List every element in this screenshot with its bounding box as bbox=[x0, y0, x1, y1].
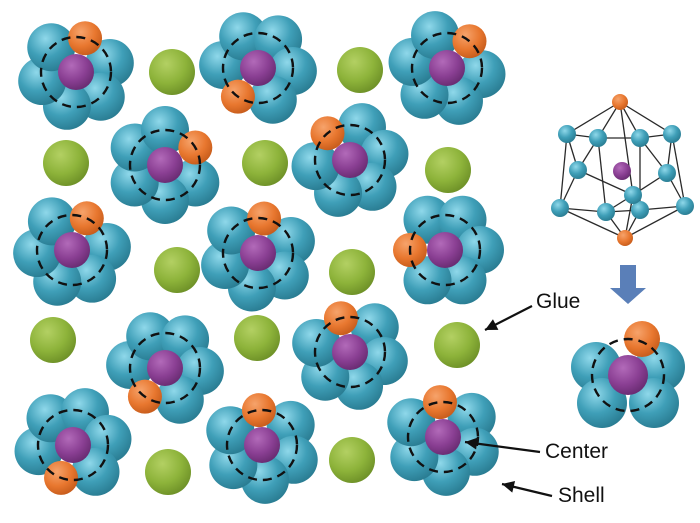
shell-particle bbox=[292, 318, 341, 367]
shell-particle bbox=[551, 199, 569, 217]
shell-particle bbox=[141, 106, 189, 154]
icosahedron-edge bbox=[559, 207, 626, 239]
icosahedron-edge bbox=[577, 169, 634, 196]
glue-particle bbox=[329, 249, 375, 295]
glue-label: Glue bbox=[536, 290, 581, 313]
cluster-ring bbox=[221, 216, 295, 290]
center-particle bbox=[58, 54, 94, 90]
shell-particle bbox=[248, 75, 297, 124]
cluster-ring bbox=[128, 331, 202, 405]
glue-particle bbox=[242, 140, 288, 186]
cap-particle bbox=[241, 393, 276, 428]
center-particle bbox=[332, 142, 368, 178]
icosahedron-cluster-icon bbox=[551, 94, 694, 246]
center-particle bbox=[147, 147, 183, 183]
icosahedron-edge bbox=[559, 133, 568, 209]
shell-particle bbox=[155, 375, 204, 424]
glue-particle bbox=[234, 315, 280, 361]
center-particle bbox=[55, 427, 91, 463]
cluster-ring bbox=[128, 128, 202, 202]
glue-particle bbox=[434, 322, 480, 368]
glue-callout-head bbox=[485, 319, 499, 330]
center-particle bbox=[244, 427, 280, 463]
shell-particle bbox=[676, 197, 694, 215]
glue-particle bbox=[30, 317, 76, 363]
cluster-ring bbox=[313, 315, 387, 389]
shell-particle bbox=[403, 195, 452, 244]
shell-label: Shell bbox=[558, 484, 605, 507]
shell-particle bbox=[663, 125, 681, 143]
icosahedron-edge bbox=[671, 133, 686, 207]
center-particle bbox=[240, 235, 276, 271]
shell-particle bbox=[558, 125, 576, 143]
center-particle bbox=[54, 232, 90, 268]
center-particle bbox=[429, 50, 465, 86]
icosahedron-edge bbox=[619, 101, 634, 196]
cluster-ring bbox=[590, 337, 666, 413]
shell-particle bbox=[209, 441, 258, 490]
shell-particle bbox=[390, 433, 439, 482]
shell-particle bbox=[629, 378, 679, 428]
shell-particle bbox=[589, 129, 607, 147]
down-arrow-icon bbox=[610, 265, 646, 304]
shell-particle bbox=[569, 161, 587, 179]
glue-particle bbox=[43, 140, 89, 186]
icosahedron-edge bbox=[619, 101, 673, 135]
center-particle bbox=[425, 419, 461, 455]
shell-particle bbox=[624, 186, 642, 204]
center-particle bbox=[608, 355, 648, 395]
cap-particle bbox=[617, 230, 633, 246]
glue-particle bbox=[337, 47, 383, 93]
glue-particle bbox=[154, 247, 200, 293]
cap-particle bbox=[422, 385, 457, 420]
shell-particle bbox=[219, 12, 268, 61]
center-callout-line bbox=[464, 440, 541, 454]
center-callout-head bbox=[465, 437, 478, 450]
center-particle bbox=[613, 162, 631, 180]
cluster-ring bbox=[39, 35, 113, 109]
shell-particle bbox=[631, 129, 649, 147]
callout-arrow-layer bbox=[464, 265, 646, 498]
shell-particle bbox=[658, 164, 676, 182]
shell-particle bbox=[291, 142, 340, 191]
center-particle bbox=[147, 350, 183, 386]
cap-particle bbox=[69, 201, 104, 236]
cluster-ring bbox=[410, 31, 484, 105]
glue-particle bbox=[425, 147, 471, 193]
shell-particle bbox=[126, 312, 175, 361]
icosahedron-edge bbox=[624, 205, 686, 239]
cap-particle bbox=[452, 24, 487, 59]
center-label: Center bbox=[545, 440, 609, 463]
shell-callout-head bbox=[502, 480, 516, 493]
particle-layer bbox=[13, 11, 685, 504]
cluster-ring bbox=[221, 31, 295, 105]
glue-particle bbox=[145, 449, 191, 495]
glue-particle bbox=[329, 437, 375, 483]
cluster-ring bbox=[406, 400, 480, 474]
cluster-ring bbox=[408, 213, 482, 287]
icosahedron-edge bbox=[597, 137, 607, 213]
shell-particle bbox=[207, 206, 256, 255]
center-particle bbox=[240, 50, 276, 86]
shell-particle bbox=[631, 201, 649, 219]
icosahedron-edge bbox=[566, 101, 621, 135]
cluster-ring bbox=[225, 408, 299, 482]
dashed-ring-layer bbox=[35, 31, 666, 482]
glue-particle bbox=[149, 49, 195, 95]
center-particle bbox=[332, 334, 368, 370]
center-particle bbox=[427, 232, 463, 268]
cap-particle bbox=[612, 94, 628, 110]
shell-particle bbox=[597, 203, 615, 221]
cluster-ring bbox=[313, 123, 387, 197]
cluster-ring bbox=[36, 408, 110, 482]
cap-particle bbox=[624, 321, 660, 357]
shell-particle bbox=[577, 378, 627, 428]
cluster-ring bbox=[35, 213, 109, 287]
